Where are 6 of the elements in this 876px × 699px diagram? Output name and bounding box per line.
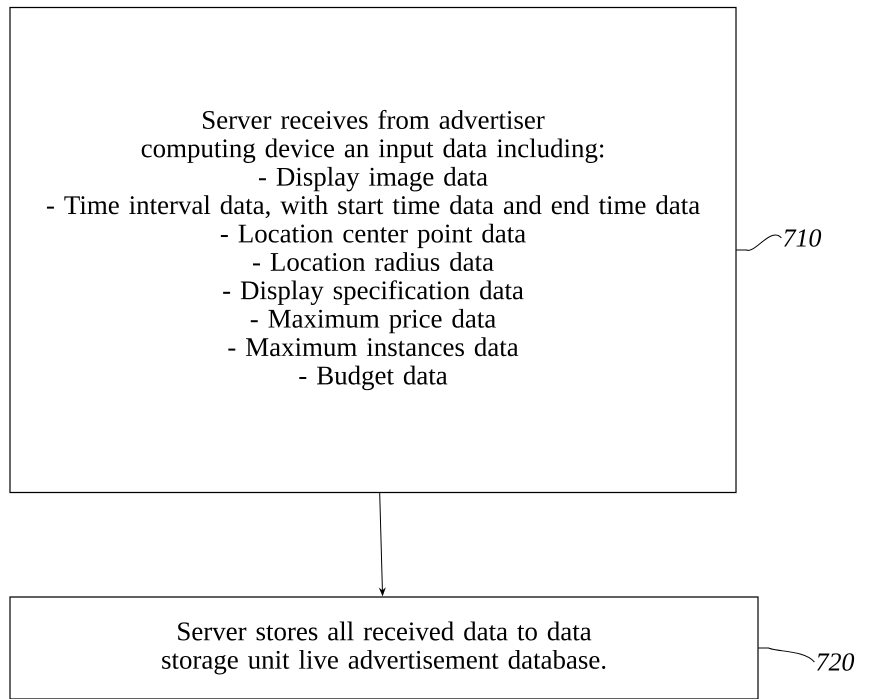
callout-number: 720 (817, 653, 854, 671)
callout-number: 710 (784, 229, 822, 247)
process-box: Server stores all received data to data storage unit live advertisement database. (9, 596, 759, 699)
leader-line (736, 234, 782, 251)
leader-line (758, 648, 815, 662)
process-box: Server receives from advertiser computing device an input data including: - Display image data - Time interval data, with start time data and end time data - Location center point data - Location radius data - Display specification data - Maximum price data - Maximum instances data - Budget data (9, 6, 737, 494)
